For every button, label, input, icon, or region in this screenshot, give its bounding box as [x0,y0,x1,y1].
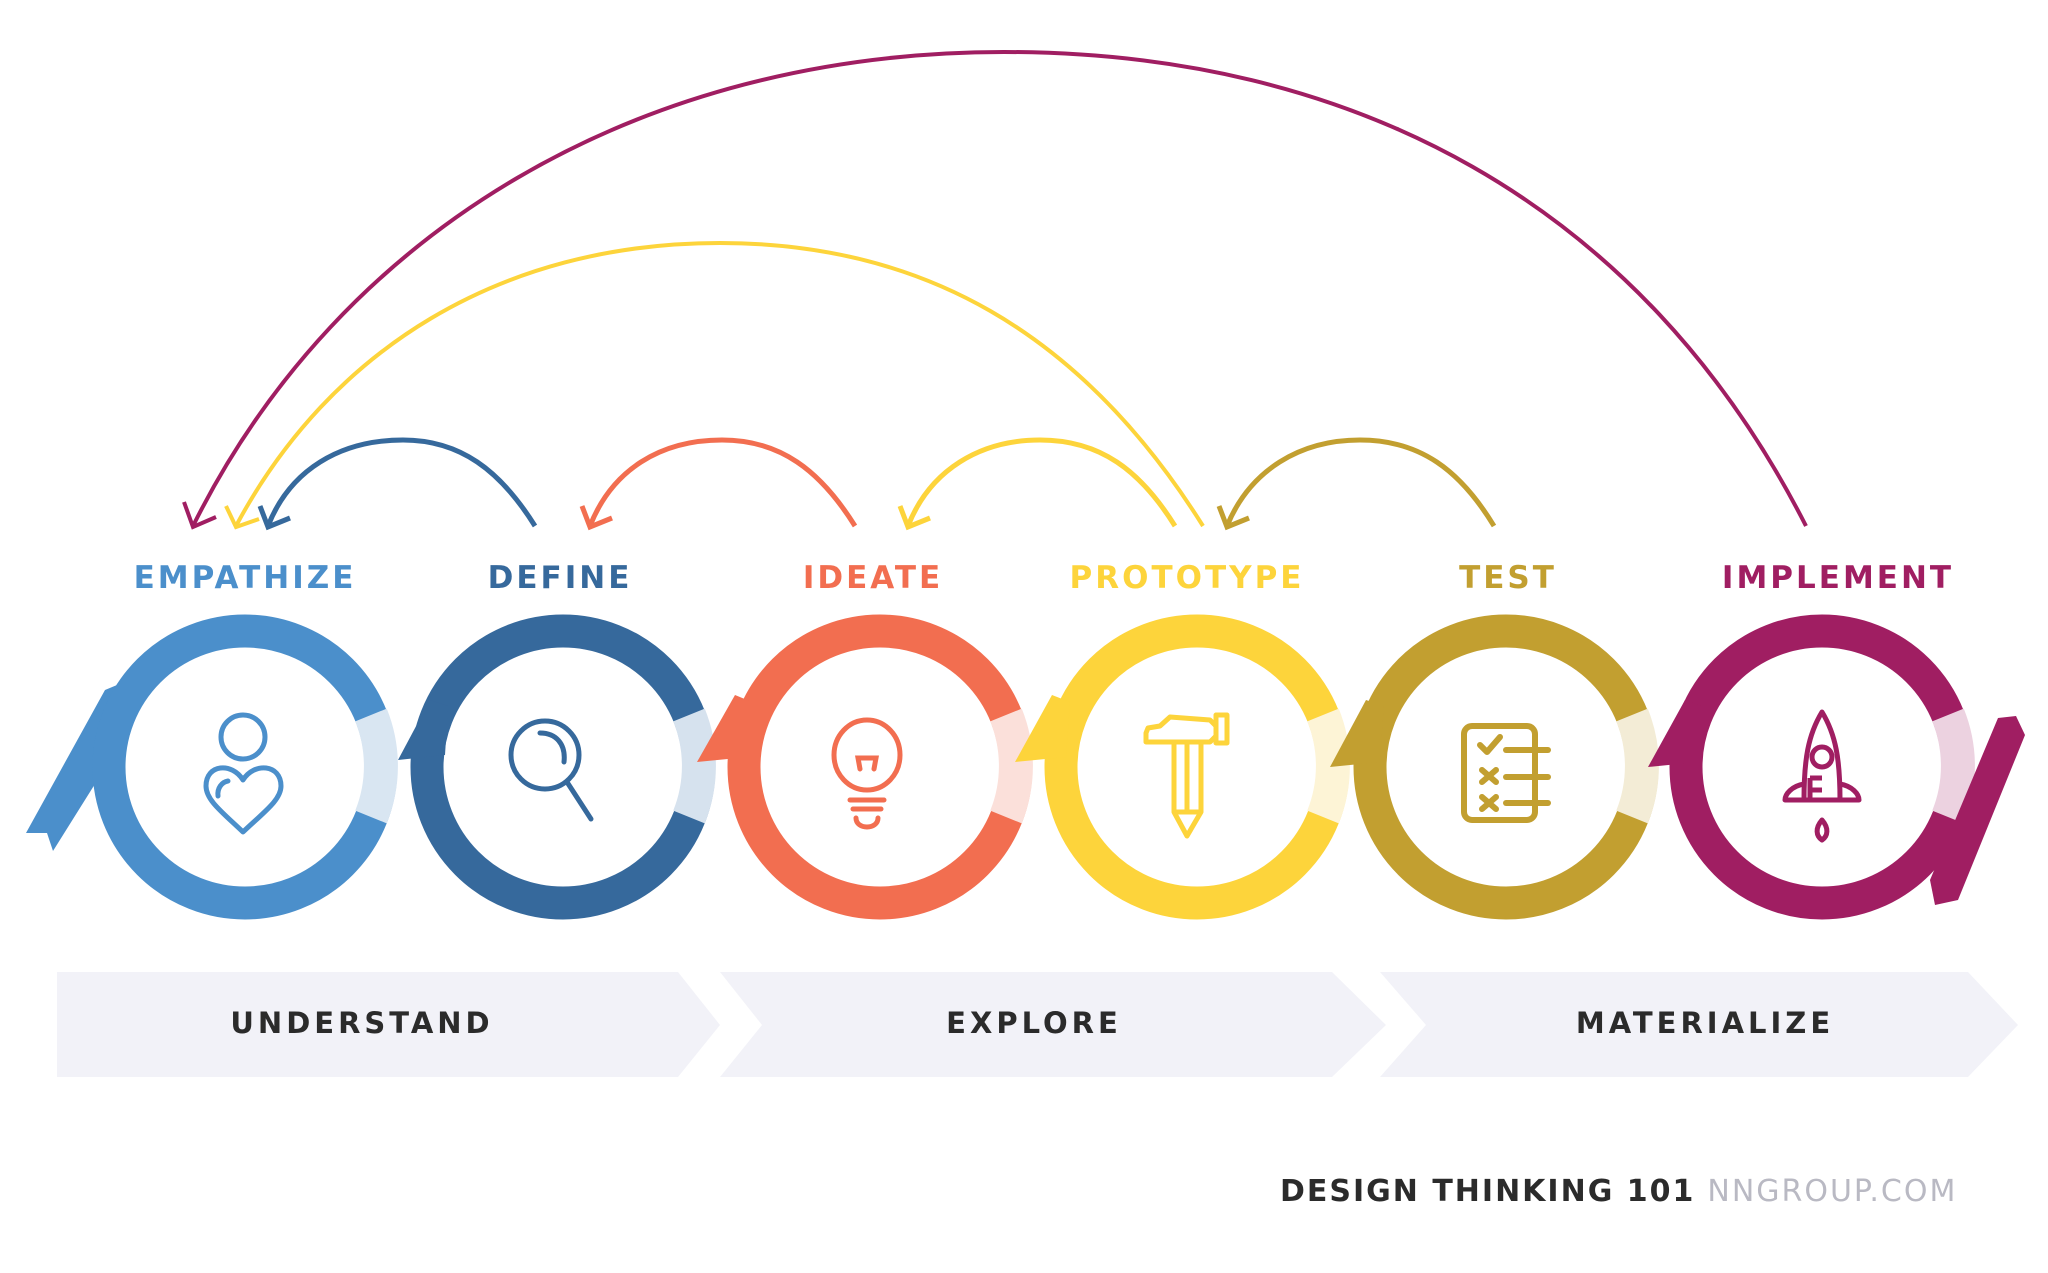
ideate-arrow-tip [697,695,752,762]
footer-site: NNGROUP.COM [1707,1174,1958,1209]
magnifier-icon [508,718,594,822]
phase-bars [57,972,2018,1077]
phase-label-materialize: MATERIALIZE [1575,1006,1835,1040]
lightbulb-icon [831,717,903,830]
ring-test [1353,614,1659,920]
checklist-icon [1461,723,1551,823]
implement-arrow-tip [1648,700,1702,767]
arrow-define-to-empathize [257,437,538,531]
footer: DESIGN THINKING 101 NNGROUP.COM [1280,1174,1957,1209]
stage-rings [26,614,2025,920]
stage-label-empathize: EMPATHIZE [133,560,357,596]
footer-title: DESIGN THINKING 101 [1280,1174,1696,1209]
stage-label-implement: IMPLEMENT [1721,560,1955,596]
ring-implement [1669,614,1975,920]
arrow-implement-to-empathize [182,49,1808,530]
phase-bar-understand [57,972,720,1077]
hammer-pencil-icon [1143,712,1230,839]
define-arrow-tip [398,700,448,760]
prototype-arrow-tip [1015,695,1070,762]
phase-label-understand: UNDERSTAND [230,1006,494,1040]
ring-empathize [92,614,398,920]
arrow-prototype-to-empathize [224,240,1205,530]
arrow-ideate-to-define [579,437,858,531]
stage-label-ideate: IDEATE [802,560,944,596]
implement-ribbon-tail [1930,716,2025,905]
stage-label-prototype: PROTOTYPE [1069,560,1305,596]
arrow-prototype-to-ideate [897,437,1178,531]
ring-ideate [727,614,1033,920]
ring-define [410,614,716,920]
phase-bar-explore [720,972,1386,1077]
ring-prototype [1044,614,1350,920]
person-heart-icon [203,712,284,835]
phase-bar-materialize [1380,972,2018,1077]
arrow-test-to-prototype [1216,437,1497,531]
stage-label-test: TEST [1459,560,1557,596]
feedback-arrows [182,49,1808,531]
stage-label-define: DEFINE [487,560,633,596]
phase-label-explore: EXPLORE [946,1006,1122,1040]
test-arrow-tip [1330,700,1384,767]
rocket-icon [1782,709,1862,843]
